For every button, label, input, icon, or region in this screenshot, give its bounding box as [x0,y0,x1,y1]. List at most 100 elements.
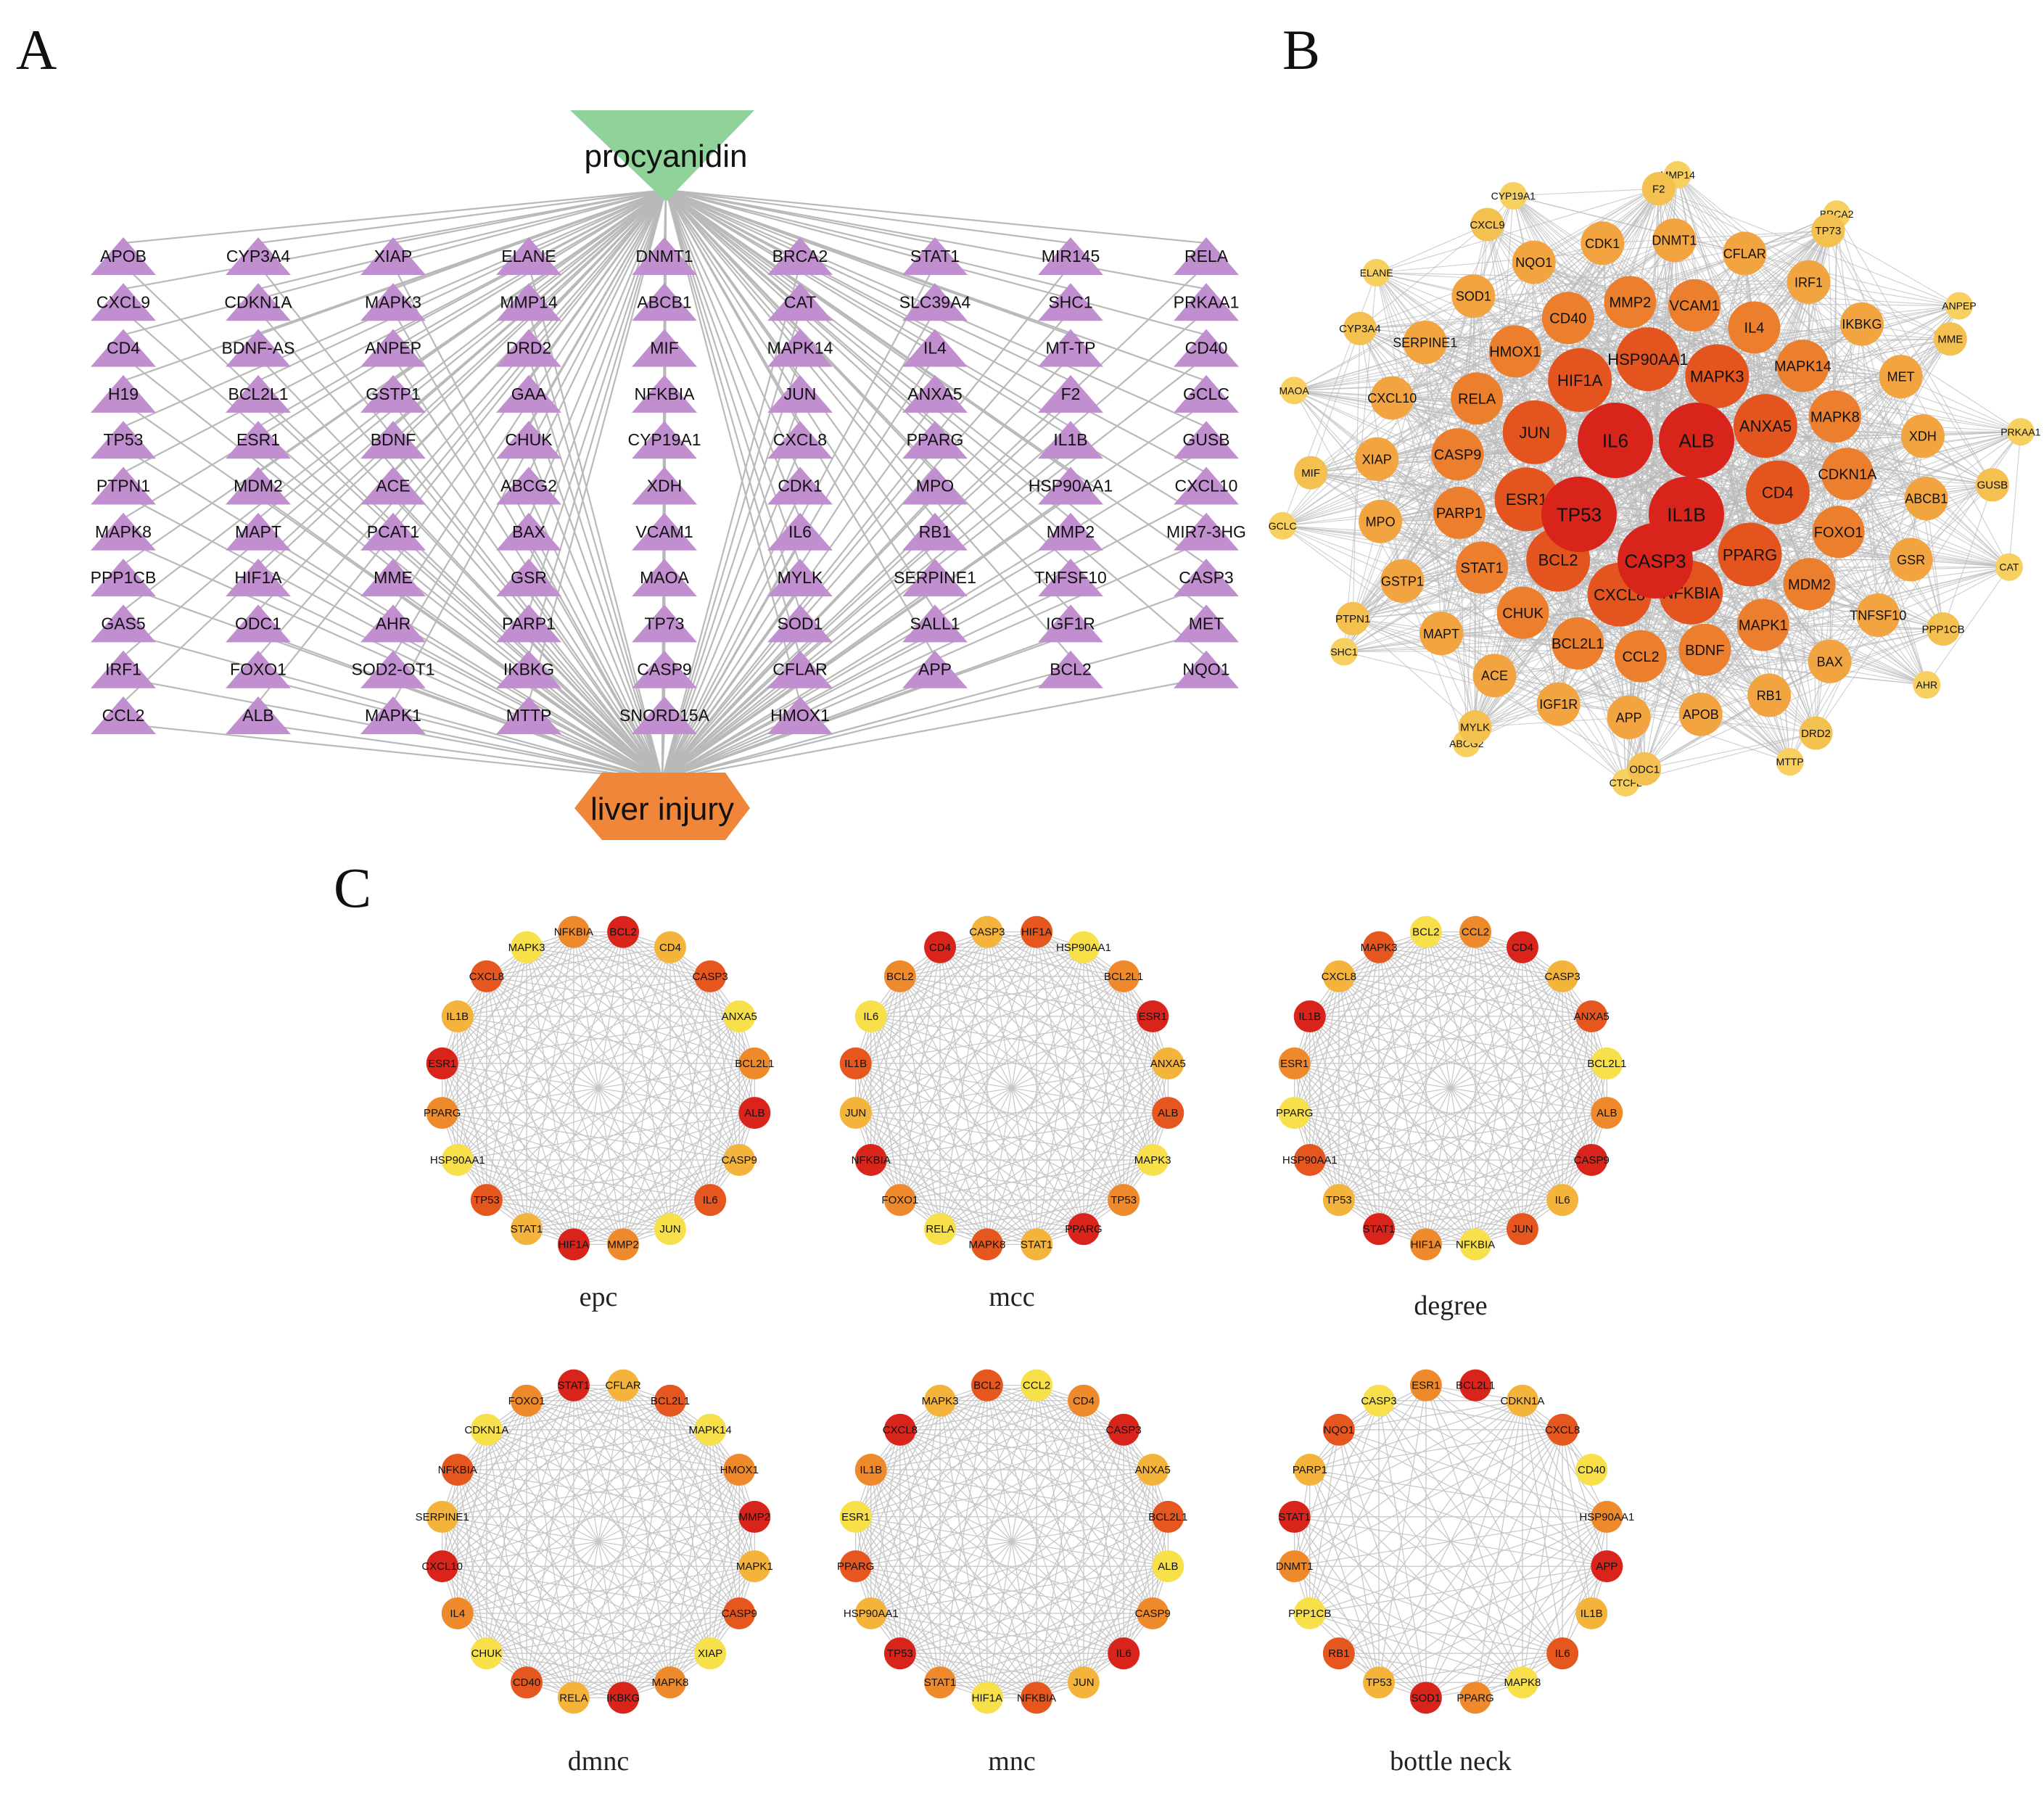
target-label: SALL1 [910,614,960,633]
hub-node-label: STAT1 [924,1676,956,1689]
hub-edge [1036,1385,1153,1470]
target-node [1038,604,1103,643]
edge-disease-brca2 [661,264,801,781]
hub-node-label: ALB [1158,1560,1178,1573]
edge-disease-parp1 [528,631,663,781]
hub-edge [709,1429,755,1567]
hub-edge [442,947,527,1114]
hub-node-hsp90aa1 [441,1143,474,1176]
target-node [1174,283,1239,321]
hub-edge [939,1159,1153,1230]
edge-disease-cat [661,310,801,781]
hub-edge [986,1385,1169,1567]
node-hif1a [1548,347,1612,412]
node-label: MAPK3 [1690,368,1744,386]
hub-edge [457,1016,755,1114]
hub-node-label: CASP3 [1545,971,1581,983]
hub-edge [1425,931,1592,1017]
hub-edge [855,1385,988,1518]
ppi-edge [1376,272,1516,352]
hub-node-label: BCL2L1 [735,1058,774,1070]
ppi-edge [1310,328,1361,473]
hub-edge [669,1565,755,1683]
target-label: BCL2L1 [228,384,288,403]
hub-edge [526,1400,740,1470]
node-label: CYP19A1 [1491,190,1536,202]
node-label: IGF1R [1539,697,1578,712]
hub-edge [1378,947,1427,1245]
node-prkaa1 [2006,418,2035,446]
target-label: DNMT1 [635,247,693,266]
ppi-edge [1900,376,2022,432]
hub-edge [1425,1385,1523,1683]
target-label: IRF1 [105,660,141,679]
hub-edge [573,1385,740,1470]
hub-edge [1425,1565,1607,1698]
ppi-edge [1802,366,1839,532]
hub-edge [855,1469,1153,1567]
hub-node-label: CASP9 [722,1608,757,1620]
node-label: TNFSF10 [1850,608,1906,622]
node-mapk8 [1808,390,1861,443]
hub-edge [855,1565,988,1698]
hub-node-label: CD40 [1578,1464,1605,1476]
hub-edge [1425,931,1563,1201]
hub-edge [486,1653,671,1683]
hub-network-dmnc: CFLARBCL2L1MAPK14HMOX1MMP2MAPK1CASP9XIAP… [416,1369,773,1777]
target-node [902,329,968,367]
hub-edge [573,931,711,1201]
edge-compound-elane [528,189,667,244]
edge-disease-nqo1 [662,677,1207,781]
node-tp53 [1541,477,1617,552]
hub-edge [486,1429,671,1683]
hub-node-bcl2l1 [1152,1500,1184,1533]
hub-edge [486,947,527,1201]
target-node [496,374,561,413]
target-node [496,512,561,551]
target-label: ANPEP [365,339,421,358]
target-node [360,237,426,275]
hub-edge [1036,1516,1169,1698]
hub-edge [1294,1112,1476,1245]
hub-node-label: HIF1A [1411,1238,1442,1251]
hub-edge [1309,1385,1427,1614]
hub-edge [457,947,527,1161]
node-gstp1 [1380,559,1425,603]
caption-dmnc: dmnc [568,1746,629,1777]
node-label: MAPK1 [1739,618,1788,634]
hub-node-nqo1 [1322,1413,1355,1446]
hub-edge [526,1400,574,1698]
target-node [360,650,426,688]
ppi-edge [1602,230,1829,244]
node-label: JUN [1519,424,1550,442]
hub-edge [855,1385,1037,1518]
hub-edge [526,1400,755,1567]
hub-edge [1083,1016,1153,1230]
node-label: ANPEP [1942,300,1976,312]
target-node [496,329,561,367]
hub-edge [1522,1565,1607,1683]
edge-compound-tnfsf10 [665,189,1071,565]
node-label: HSP90AA1 [1607,350,1688,369]
target-node [632,329,697,367]
hub-node-pparg [426,1097,458,1130]
hub-node-label: IL6 [1116,1647,1132,1660]
hub-edge [1309,1016,1607,1114]
hub-node-label: MAPK8 [652,1676,689,1689]
node-cyp3a4 [1343,311,1377,345]
hub-edge [1338,1429,1607,1567]
hub-node-mapk1 [738,1550,771,1583]
hub-edge [1425,1653,1563,1698]
hub-edge [1338,947,1523,1201]
hub-edge [526,1159,740,1230]
hub-edge [1522,1400,1607,1567]
hub-edge [1309,1613,1523,1683]
hub-edge [1309,947,1523,1017]
hub-edge [870,1613,1084,1683]
node-hsp90aa1 [1615,327,1680,392]
hub-edge [1294,931,1427,1064]
hub-edge [855,1112,1037,1245]
ppi-edge [1809,484,1993,585]
target-node [767,650,833,688]
edge-compound-cdk1 [665,189,801,473]
